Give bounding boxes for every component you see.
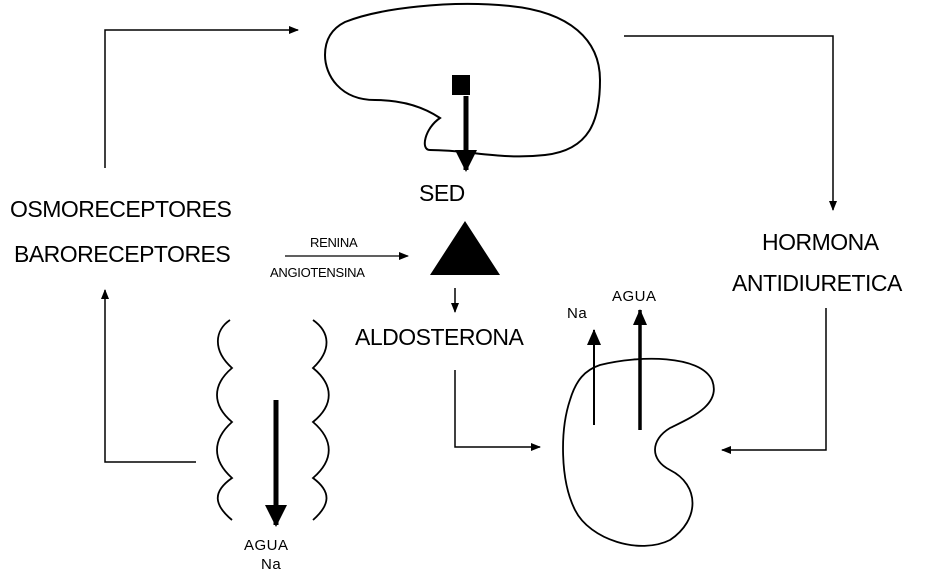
angiotensin-triangle [430,221,500,275]
intestine-to-receptors-line [105,290,196,462]
osmoreceptores-label: OSMORECEPTORES [10,198,231,221]
hypothalamus-marker [452,75,470,95]
intestine-left-wall [217,320,232,520]
adh-to-kidney-line [722,308,826,450]
intestine-na-label: Na [261,557,281,572]
angiotensina-label: ANGIOTENSINA [270,266,365,279]
baroreceptores-label: BARORECEPTORES [14,243,230,266]
osmoreceptores-to-brain-line [105,30,298,168]
antidiuretica-label: ANTIDIURETICA [732,272,902,295]
aldosterona-label: ALDOSTERONA [355,326,523,349]
kidney-agua-label: AGUA [612,289,657,304]
aldosterona-to-kidney-line [455,370,540,447]
kidney-na-label: Na [567,306,587,321]
renina-label: RENINA [310,236,357,249]
sed-label: SED [419,182,465,205]
brain-to-adh-line [624,36,833,210]
intestine-right-wall [313,320,329,520]
hormona-label: HORMONA [762,231,879,254]
intestine-agua-label: AGUA [244,538,289,553]
